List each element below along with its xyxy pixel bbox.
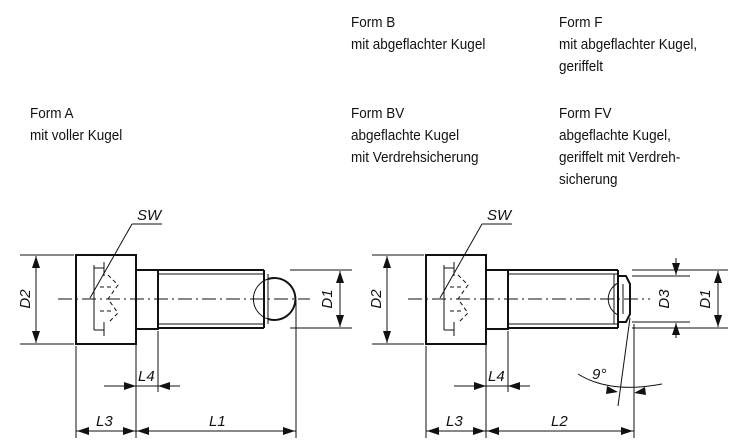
right-d2-label: D2 xyxy=(368,289,385,309)
left-d2-dimension xyxy=(20,254,74,345)
right-sw-leader xyxy=(439,223,512,299)
left-l3-label: L3 xyxy=(96,413,113,430)
form-f-description-line1: mit abgeflachter Kugel, xyxy=(559,36,698,53)
right-d1-label: D1 xyxy=(697,289,714,308)
left-part-drawing: D2 D1 SW L4 xyxy=(17,207,352,438)
form-a-title: Form A xyxy=(30,105,74,122)
left-l1-label: L1 xyxy=(209,413,226,430)
form-b-title: Form B xyxy=(351,14,396,31)
form-fv-title: Form FV xyxy=(559,105,612,122)
right-l4-dimension xyxy=(454,382,530,390)
right-part-drawing: D2 D3 D1 SW xyxy=(368,207,728,438)
form-fv-description-line2: geriffelt mit Verdreh- xyxy=(559,149,681,166)
right-d3-dimension xyxy=(632,258,690,338)
left-d1-label: D1 xyxy=(319,289,336,308)
form-bv-description-line2: mit Verdrehsicherung xyxy=(351,149,479,166)
right-l2-label: L2 xyxy=(551,413,568,430)
left-l4-dimension xyxy=(104,382,180,390)
left-d2-label: D2 xyxy=(17,289,34,309)
right-l2-dimension xyxy=(486,427,634,435)
left-l3-dimension xyxy=(76,427,136,435)
left-d1-dimension xyxy=(290,269,352,329)
left-sw-leader xyxy=(89,223,162,299)
left-l4-label: L4 xyxy=(138,368,155,385)
right-l3-dimension xyxy=(426,427,486,435)
right-angle-dimension xyxy=(577,317,663,407)
right-d3-label: D3 xyxy=(656,289,673,309)
right-d2-dimension xyxy=(372,254,424,345)
form-bv-description-line1: abgeflachte Kugel xyxy=(351,127,460,144)
form-f-title: Form F xyxy=(559,14,603,31)
right-angle-label: 9° xyxy=(592,366,606,383)
form-a-description: mit voller Kugel xyxy=(30,127,123,144)
form-fv-description-line3: sicherung xyxy=(559,171,618,188)
left-sw-label: SW xyxy=(137,207,163,224)
form-b-description: mit abgeflachter Kugel xyxy=(351,36,486,53)
form-fv-description-line1: abgeflachte Kugel, xyxy=(559,127,671,144)
right-l4-label: L4 xyxy=(488,368,505,385)
right-l3-label: L3 xyxy=(446,413,463,430)
form-bv-title: Form BV xyxy=(351,105,405,122)
form-f-description-line2: geriffelt xyxy=(559,58,604,75)
left-l1-dimension xyxy=(136,427,296,435)
right-d1-dimension xyxy=(632,269,728,329)
right-sw-label: SW xyxy=(487,207,513,224)
